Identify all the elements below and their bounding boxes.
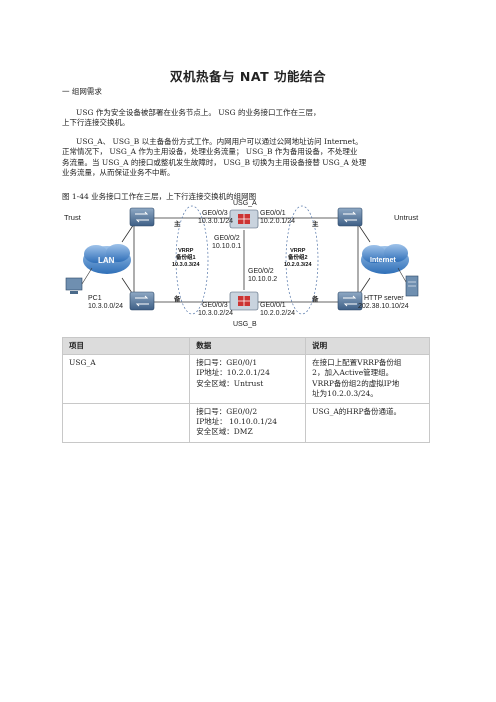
link-lines: [121, 217, 371, 303]
paragraph-line: 务流量。当 USG_A 的接口或整机发生故障时， USG_B 切换为主用设备接替…: [62, 157, 367, 167]
a-ge002-label: GE0/0/2: [214, 235, 240, 242]
paragraph-line: USG_A、 USG_B 以主备备份方式工作。内网用户可以通过公网地址访问 In…: [76, 137, 363, 146]
section-heading: 一 组网需求: [62, 87, 102, 96]
a-ge002-ip-label: 10.10.0.1: [212, 243, 242, 250]
internet-cloud-icon: [361, 244, 409, 274]
cell-item: [61, 403, 191, 443]
pc1-label: PC1: [88, 295, 102, 302]
paragraph-line: 上下行连接交换机。: [62, 118, 130, 128]
switch-icon: [129, 207, 155, 227]
b-ge002-label: GE0/0/2: [248, 268, 274, 275]
paragraph-line: 业务流量，从而保证业务不中断。: [62, 168, 175, 178]
vrrp2-label: VRRP 备份组2 10.2.0.3/24: [284, 248, 312, 268]
cell-data: 接口号：GE0/0/2 IP地址： 10.10.0.1/24 安全区域：DMZ: [189, 403, 307, 443]
b-ge001-label: GE0/0/1: [260, 302, 286, 309]
table-row: 接口号：GE0/0/2 IP地址： 10.10.0.1/24 安全区域：DMZ …: [61, 403, 430, 443]
a-ge003-ip-label: 10.3.0.1/24: [198, 218, 234, 225]
trust-zone-label: Trust: [64, 213, 81, 222]
firewall-icon: [229, 291, 259, 311]
usg-a-label: USG_A: [233, 200, 257, 207]
master-label-right: 主: [312, 220, 319, 228]
paragraph-line: 正常情况下， USG_A 作为主用设备，处理业务流量； USG_B 作为备用设备…: [62, 147, 358, 157]
switch-icon: [129, 291, 155, 311]
a-ge001-label: GE0/0/1: [260, 210, 286, 217]
a-ge003-label: GE0/0/3: [202, 210, 228, 217]
switch-icon: [337, 207, 363, 227]
figure-caption: 图 1-44 业务接口工作在三层，上下行连接交换机的组网图: [62, 192, 257, 201]
header-description: 说明: [305, 336, 430, 356]
vrrp1-label: VRRP 备份组1 10.3.0.3/24: [172, 248, 200, 268]
table-header-row: 项目 数据 说明: [61, 336, 430, 356]
config-table: 项目 数据 说明 USG_A 接口号：GE0/0/1 IP地址：10.2.0.1…: [61, 336, 430, 443]
untrust-zone-label: Untrust: [394, 213, 419, 222]
cell-description: USG_A的HRP备份通道。: [305, 403, 430, 443]
firewall-icon: [229, 209, 259, 229]
b-ge003-label: GE0/0/3: [202, 302, 228, 309]
vrrp2-ellipse: [285, 205, 319, 315]
http-server-ip-label: 202.38.10.10/24: [358, 303, 409, 310]
vrrp1-ellipse: [175, 205, 209, 315]
lan-label: LAN: [98, 256, 115, 265]
header-data: 数据: [189, 336, 307, 356]
master-label-left: 主: [174, 220, 181, 228]
backup-label-right: 备: [312, 295, 319, 303]
pc-icon: [65, 267, 93, 294]
switch-icon: [337, 291, 363, 311]
b-ge003-ip-label: 10.3.0.2/24: [198, 310, 234, 317]
lan-cloud-icon: [83, 244, 131, 274]
usg-b-label: USG_B: [233, 321, 257, 328]
cell-item: USG_A: [61, 354, 191, 405]
paragraph-line: USG 作为安全设备被部署在业务节点上。 USG 的业务接口工作在三层，: [76, 108, 321, 117]
b-ge002-ip-label: 10.10.0.2: [248, 276, 278, 283]
document-title: 双机热备与 NAT 功能结合: [170, 69, 326, 84]
pc1-network-label: 10.3.0.0/24: [88, 303, 124, 310]
table-row: USG_A 接口号：GE0/0/1 IP地址：10.2.0.1/24 安全区域：…: [61, 354, 430, 405]
paragraph-intro: USG 作为安全设备被部署在业务节点上。 USG 的业务接口工作在三层， 上下行…: [62, 108, 442, 129]
a-ge001-ip-label: 10.2.0.1/24: [260, 218, 296, 225]
diagram-canvas: [65, 205, 419, 315]
http-server-label: HTTP server: [364, 295, 404, 302]
b-ge001-ip-label: 10.2.0.2/24: [260, 310, 296, 317]
cell-data: 接口号：GE0/0/1 IP地址：10.2.0.1/24 安全区域：Untrus…: [189, 354, 307, 405]
internet-label: Internet: [370, 257, 396, 264]
cell-description: 在接口上配置VRRP备份组 2，加入Active管理组。 VRRP备份组2的虚拟…: [305, 354, 430, 405]
header-item: 项目: [61, 336, 191, 356]
network-diagram: USG_A USG_B Trust Untrust LAN Internet P…: [62, 200, 430, 332]
paragraph-description: USG_A、 USG_B 以主备备份方式工作。内网用户可以通过公网地址访问 In…: [62, 137, 442, 179]
backup-label-left: 备: [174, 295, 181, 303]
server-icon: [397, 267, 419, 297]
